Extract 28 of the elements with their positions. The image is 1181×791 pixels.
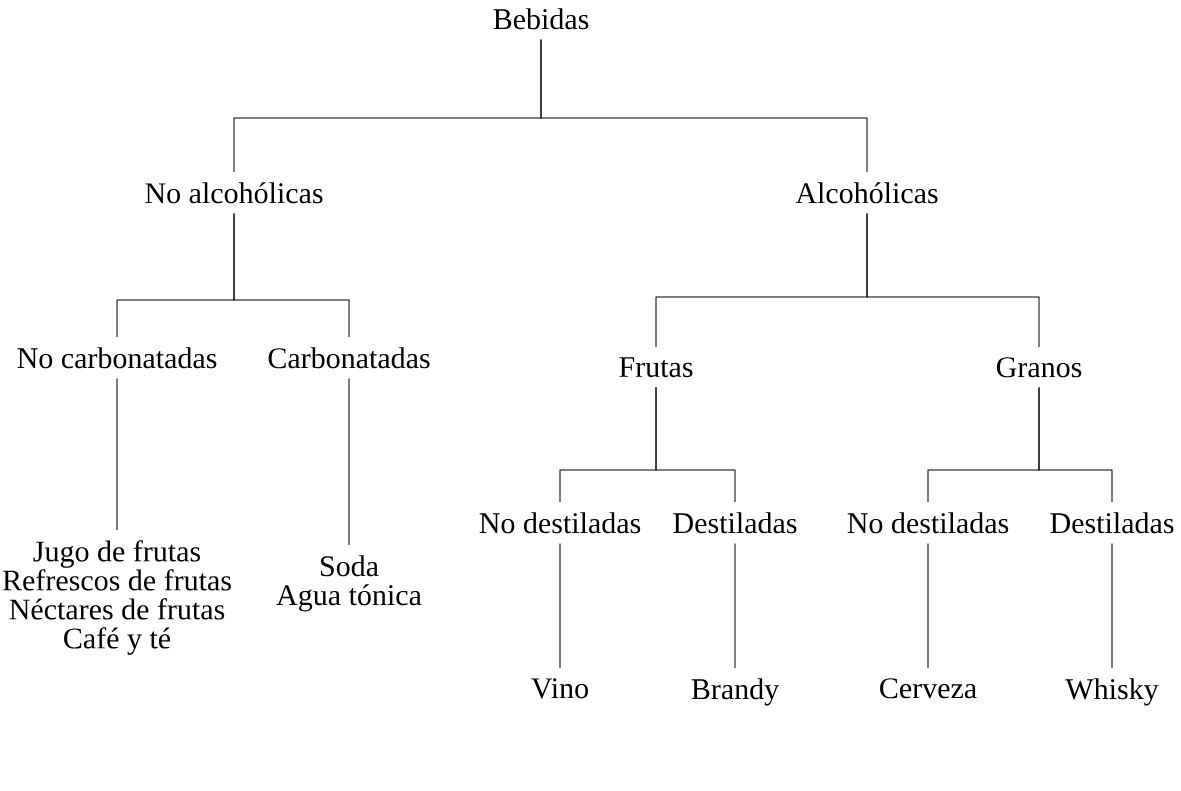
- connector-line: [1038, 387, 1113, 503]
- category-label: Brandy: [691, 678, 780, 706]
- connector-line: [233, 213, 350, 338]
- category-label: Soda Agua tónica: [276, 555, 422, 612]
- category-label: Whisky: [1065, 678, 1159, 706]
- connector-line: [116, 378, 118, 531]
- category-label: No destiladas: [479, 512, 641, 534]
- category-label: Destiladas: [1050, 512, 1174, 534]
- category-label: Vino: [531, 678, 588, 699]
- connector-line: [559, 543, 561, 669]
- connector-line: [734, 543, 736, 669]
- connector-line: [866, 213, 1040, 348]
- category-label: No carbonatadas: [17, 347, 217, 369]
- category-label: Jugo de frutas Refrescos de frutas Néctares de frutas Café y té: [2, 540, 231, 655]
- connector-line: [655, 386, 736, 503]
- category-label: Frutas: [619, 357, 693, 378]
- category-label: Alcohólicas: [795, 182, 938, 204]
- connector-line: [540, 39, 868, 173]
- category-label: Bebidas: [493, 8, 589, 30]
- category-label: Cerveza: [880, 678, 977, 699]
- category-label: No alcohólicas: [145, 182, 323, 204]
- category-label: No destiladas: [847, 512, 1009, 534]
- category-label: Carbonatadas: [268, 347, 430, 369]
- connector-line: [927, 543, 929, 669]
- connector-line: [1111, 543, 1113, 669]
- category-label: Destiladas: [673, 512, 797, 534]
- category-label: Granos: [996, 357, 1082, 378]
- connector-line: [348, 378, 350, 546]
